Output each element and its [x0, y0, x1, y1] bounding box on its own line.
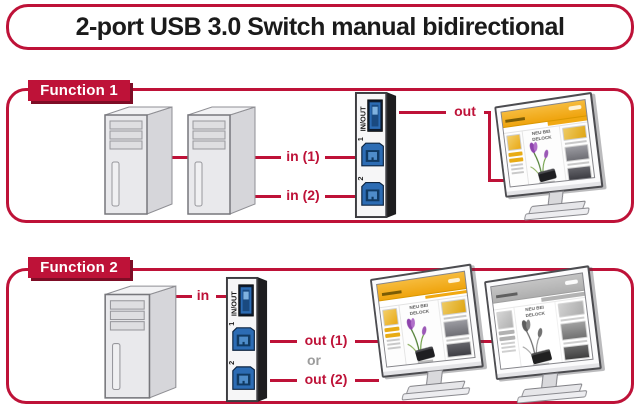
tower-pc-icon [104, 285, 177, 399]
connector-in2-right [325, 195, 358, 198]
sidebar-product-thumb [506, 133, 522, 152]
connector-monitor1-monitor2 [473, 340, 493, 343]
website-screenshot: NEU BEI DELOCK [501, 100, 595, 188]
out1-label: out (1) [304, 332, 348, 348]
tower-pc-icon [187, 106, 256, 215]
monitor-bezel: NEU BEI DELOCK [483, 265, 602, 381]
connector-in-left [175, 295, 192, 298]
connector-in1-right [325, 156, 358, 159]
website-searchbox [447, 277, 461, 284]
product-thumb [557, 300, 585, 318]
connector-out1-left [270, 340, 297, 343]
sidebar-product-thumb [496, 309, 514, 330]
monitor-bezel: NEU BEI DELOCK [369, 263, 484, 378]
switch-port2-label: 2 [227, 361, 236, 365]
usb-b-port-2-icon [361, 181, 384, 206]
product-thumb [562, 343, 591, 361]
page-title: 2-port USB 3.0 Switch manual bidirection… [75, 12, 565, 41]
website-searchbox [564, 279, 579, 286]
usb-switch-1: IN/OUT 1 2 [354, 91, 399, 219]
out-label: out [454, 103, 476, 119]
monitor-function1: NEU BEI DELOCK [494, 91, 604, 220]
connector-out-left [399, 111, 446, 114]
usb-b-port-1-icon [361, 142, 384, 167]
title-banner: 2-port USB 3.0 Switch manual bidirection… [6, 4, 634, 50]
monitor-function2-inactive: NEU BEI DELOCK [483, 265, 602, 404]
product-thumb [559, 320, 588, 341]
connector-out2-left [270, 379, 297, 382]
switch-port1-label: 1 [356, 137, 365, 141]
usb-b-port-2-icon [232, 366, 255, 390]
in2-label: in (2) [286, 187, 320, 203]
switch-port1-label: 1 [227, 322, 236, 326]
tower-pc-2 [185, 104, 258, 217]
switch-port2-label: 2 [356, 176, 365, 180]
switch-inout-label: IN/OUT [230, 291, 239, 316]
website-screenshot-grayscale: NEU BEI DELOCK [491, 273, 593, 371]
monitor-screen: NEU BEI DELOCK [376, 270, 476, 368]
product-thumb [443, 318, 470, 338]
product-thumb [445, 341, 473, 358]
connector-in1-left [250, 156, 281, 159]
flower-image [518, 319, 551, 363]
function-1-label: Function 1 [40, 82, 118, 99]
connector-out2-right [355, 379, 379, 382]
usb-b-port-1-icon [232, 327, 255, 351]
product-thumb [562, 124, 588, 141]
function-1-badge: Function 1 [28, 80, 130, 101]
connector-out-to-monitor [488, 179, 506, 182]
usb-switch-icon: IN/OUT 1 2 [225, 276, 268, 403]
usb-switch-2: IN/OUT 1 2 [225, 276, 270, 403]
flower-image [526, 141, 556, 181]
website-screenshot: NEU BEI DELOCK [377, 271, 475, 368]
website-logo [381, 289, 403, 296]
monitor-function2-active: NEU BEI DELOCK [369, 263, 484, 401]
tower-pc-3 [102, 283, 179, 401]
function-2-badge: Function 2 [28, 257, 130, 278]
function-2-label: Function 2 [40, 259, 118, 276]
monitor-bezel: NEU BEI DELOCK [494, 91, 604, 199]
tower-pc-1 [102, 104, 175, 217]
out2-label: out (2) [304, 371, 348, 387]
connector-out-right [484, 111, 491, 114]
connector-out-vertical [488, 111, 491, 182]
connector-in-right [216, 295, 227, 298]
product-thumb [440, 298, 467, 316]
in-label: in [196, 287, 210, 303]
product-thumb [567, 165, 593, 181]
website-logo [495, 292, 518, 299]
or-label: or [307, 352, 321, 368]
tower-pc-icon [104, 106, 173, 215]
in1-label: in (1) [286, 148, 320, 164]
connector-out1-right [355, 340, 381, 343]
monitor-screen: NEU BEI DELOCK [490, 272, 594, 371]
website-logo [505, 116, 526, 123]
connector-pc1-pc2 [168, 156, 192, 159]
product-thumb [564, 143, 590, 162]
website-searchbox [568, 105, 582, 111]
connector-in2-left [240, 195, 281, 198]
monitor-screen: NEU BEI DELOCK [500, 98, 596, 188]
usb-switch-icon: IN/OUT 1 2 [354, 91, 397, 219]
flower-image [403, 317, 435, 359]
switch-inout-label: IN/OUT [359, 106, 368, 132]
sidebar-product-thumb [381, 307, 399, 327]
